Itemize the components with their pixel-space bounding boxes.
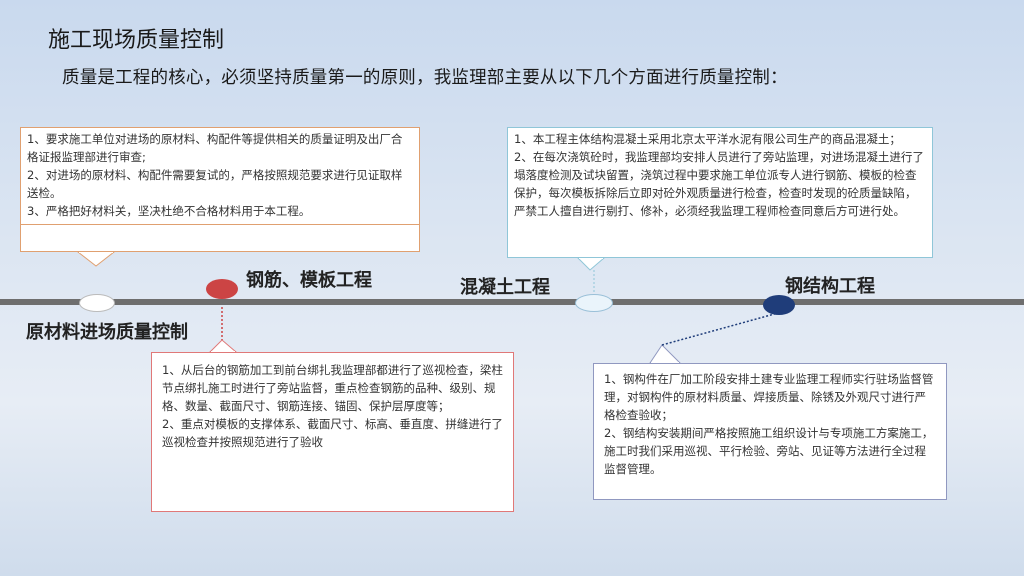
timeline-node-concrete <box>575 294 613 312</box>
callout-pointer-materials <box>76 251 116 267</box>
callout-rebar: 1、从后台的钢筋加工到前台绑扎我监理部都进行了巡视检查，梁柱节点绑扎施工时进行了… <box>151 352 514 512</box>
timeline-label-rebar: 钢筋、模板工程 <box>246 270 372 291</box>
materials-item-2: 2、对进场的原材料、构配件需要复试的，严格按照规范要求进行见证取样送检。 <box>27 168 403 200</box>
timeline-label-concrete: 混凝土工程 <box>460 277 550 298</box>
timeline-bar <box>0 299 1024 305</box>
callout-pointer-steel <box>649 344 682 364</box>
callout-concrete: 1、本工程主体结构混凝土采用北京太平洋水泥有限公司生产的商品混凝土； 2、在每次… <box>507 127 933 258</box>
steel-item-2: 2、钢结构安装期间严格按照施工组织设计与专项施工方案施工，施工时我们采用巡视、平… <box>604 426 934 476</box>
materials-item-1: 1、要求施工单位对进场的原材料、构配件等提供相关的质量证明及出厂合格证报监理部进… <box>27 132 403 164</box>
steel-item-1: 1、钢构件在厂加工阶段安排土建专业监理工程师实行驻场监督管理，对钢构件的原材料质… <box>604 372 934 422</box>
page-title: 施工现场质量控制 <box>48 28 225 53</box>
timeline-node-rebar <box>206 279 238 299</box>
callout-pointer-concrete <box>576 257 606 271</box>
callout-materials-divider <box>20 224 420 225</box>
materials-item-3: 3、严格把好材料关，坚决杜绝不合格材料用于本工程。 <box>27 204 311 218</box>
timeline-node-materials <box>79 294 115 312</box>
concrete-item-2: 2、在每次浇筑砼时，我监理部均安排人员进行了旁站监理，对进场混凝土进行了塌落度检… <box>514 150 924 218</box>
connector-steel <box>661 312 779 346</box>
page-subtitle: 质量是工程的核心，必须坚持质量第一的原则，我监理部主要从以下几个方面进行质量控制… <box>62 68 788 88</box>
rebar-item-2: 2、重点对模板的支撑体系、截面尺寸、标高、垂直度、拼缝进行了巡视检查并按照规范进… <box>162 417 503 449</box>
rebar-item-1: 1、从后台的钢筋加工到前台绑扎我监理部都进行了巡视检查，梁柱节点绑扎施工时进行了… <box>162 363 503 413</box>
timeline-label-steel: 钢结构工程 <box>785 276 875 297</box>
callout-pointer-rebar <box>208 339 238 353</box>
concrete-item-1: 1、本工程主体结构混凝土采用北京太平洋水泥有限公司生产的商品混凝土； <box>514 132 901 146</box>
callout-materials: 1、要求施工单位对进场的原材料、构配件等提供相关的质量证明及出厂合格证报监理部进… <box>20 127 420 252</box>
timeline-label-materials: 原材料进场质量控制 <box>26 322 188 343</box>
callout-steel: 1、钢构件在厂加工阶段安排土建专业监理工程师实行驻场监督管理，对钢构件的原材料质… <box>593 363 947 500</box>
timeline-node-steel <box>763 295 795 315</box>
